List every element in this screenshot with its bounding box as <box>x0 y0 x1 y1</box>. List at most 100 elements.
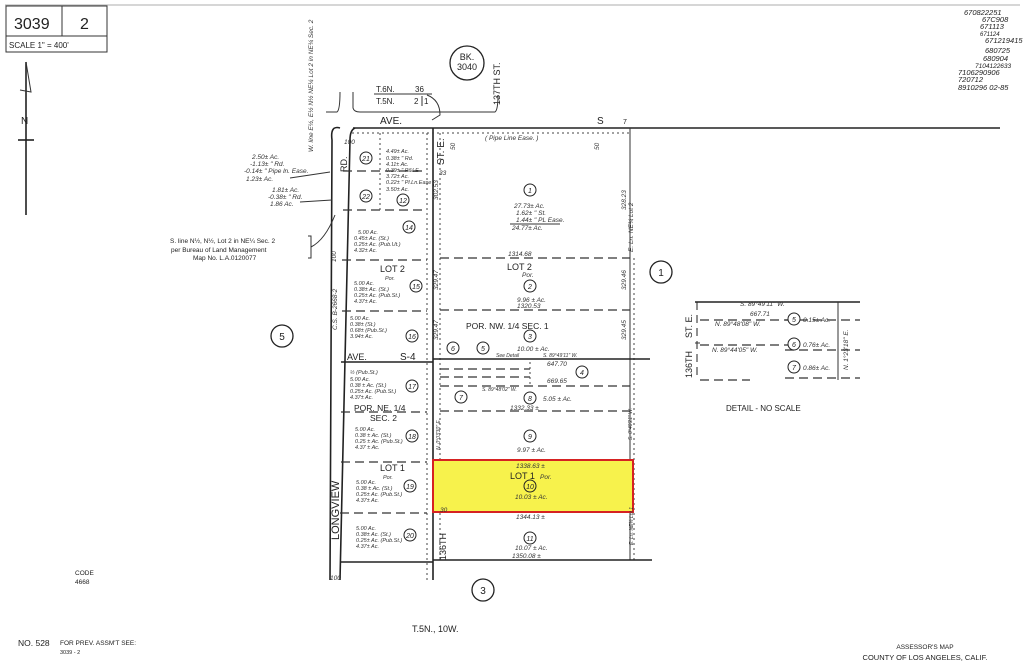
svg-text:21: 21 <box>361 156 370 163</box>
svg-text:CODE: CODE <box>75 570 94 577</box>
svg-text:T.6N.: T.6N. <box>376 85 395 94</box>
svg-text:1.44± " PL Ease.: 1.44± " PL Ease. <box>516 217 565 224</box>
svg-text:8: 8 <box>528 396 532 403</box>
svg-text:33: 33 <box>439 170 447 177</box>
lot-1-label: LOT 1 <box>510 471 535 481</box>
book-reference: BK. 3040 <box>449 45 485 81</box>
acreage-note-12: 4.49± Ac. 0.38± " Rd. 4.11± Ac. 0.39± " … <box>386 149 431 193</box>
svg-text:17: 17 <box>408 384 417 391</box>
svg-text:0.38 ± Ac. (St.): 0.38 ± Ac. (St.) <box>355 433 392 439</box>
svg-text:16: 16 <box>408 334 416 341</box>
svg-text:NO. 528: NO. 528 <box>18 638 50 648</box>
parcel-2: 2 <box>523 279 537 293</box>
svg-text:S. 89°48'02" W.: S. 89°48'02" W. <box>482 387 517 393</box>
right-parcel-numbers: 1 2 3 4 5 6 7 8 9 10 11 <box>446 183 589 545</box>
svg-text:-0.14± " Pipe ln. Ease.: -0.14± " Pipe ln. Ease. <box>244 168 309 175</box>
parcel-12: 12 <box>396 193 410 207</box>
svg-text:3: 3 <box>480 586 486 597</box>
svg-text:9.97 ± Ac.: 9.97 ± Ac. <box>517 447 546 454</box>
svg-text:SEC. 2: SEC. 2 <box>370 413 397 423</box>
svg-text:4.32± Ac.: 4.32± Ac. <box>354 248 377 254</box>
svg-text:N. 89°44'05" W.: N. 89°44'05" W. <box>712 346 758 354</box>
svg-text:11: 11 <box>526 536 533 543</box>
svg-text:14: 14 <box>405 225 413 232</box>
svg-text:1: 1 <box>658 268 664 279</box>
svg-text:667.71: 667.71 <box>750 311 770 318</box>
svg-text:670822251: 670822251 <box>964 8 1002 17</box>
svg-text:E. Ln. NE¼ Lot 1: E. Ln. NE¼ Lot 1 <box>629 507 635 545</box>
map-footer: CODE 4668 T.5N., 10W. NO. 528 FOR PREV. … <box>18 570 987 662</box>
street-137th: 137TH ST. <box>492 62 502 105</box>
svg-text:3039 - 2: 3039 - 2 <box>60 650 80 656</box>
svg-text:4.37± Ac.: 4.37± Ac. <box>356 544 379 550</box>
svg-text:0.38± Ac. (St.): 0.38± Ac. (St.) <box>356 532 391 538</box>
parcel-19: 19 <box>403 479 417 493</box>
north-label: N <box>21 116 28 127</box>
svg-text:Por.: Por. <box>540 474 552 481</box>
svg-text:ASSESSOR'S MAP: ASSESSOR'S MAP <box>896 644 953 651</box>
svg-text:per Bureau of Land Management: per Bureau of Land Management <box>171 247 267 254</box>
svg-text:5.00 Ac.: 5.00 Ac. <box>356 480 376 486</box>
svg-text:0.25± Ac. (Pub.St.): 0.25± Ac. (Pub.St.) <box>354 293 400 299</box>
parcel-18: 18 <box>405 429 419 443</box>
svg-text:COUNTY OF LOS ANGELES, CALIF.: COUNTY OF LOS ANGELES, CALIF. <box>863 653 988 662</box>
right-acreage-notes: ( Pipe Line Ease. ) 50 50 33 27.73± Ac. … <box>433 135 635 560</box>
svg-text:24.77± Ac.: 24.77± Ac. <box>511 225 543 232</box>
svg-text:0.76± Ac.: 0.76± Ac. <box>803 342 830 349</box>
svg-text:9: 9 <box>528 434 532 441</box>
svg-text:329.47: 329.47 <box>433 320 440 340</box>
svg-text:1: 1 <box>528 188 532 195</box>
svg-text:1338.63 ±: 1338.63 ± <box>516 463 545 470</box>
parcel-4: 4 <box>575 365 589 379</box>
blm-note: S. line N½, N½, Lot 2 in NE¼ Sec. 2 per … <box>170 214 336 262</box>
svg-text:0.25± Ac. (Pub.St.): 0.25± Ac. (Pub.St.) <box>350 389 396 395</box>
svg-text:669.65: 669.65 <box>547 378 567 385</box>
svg-text:0.38± Ac. (St.): 0.38± Ac. (St.) <box>354 287 389 293</box>
svg-text:0.38± " Rd.: 0.38± " Rd. <box>386 156 413 162</box>
street-136th: 136TH <box>438 533 448 560</box>
svg-text:329.45: 329.45 <box>621 320 628 340</box>
svg-text:4.37± Ac.: 4.37± Ac. <box>356 498 379 504</box>
svg-text:9.96 ± Ac.: 9.96 ± Ac. <box>517 297 546 304</box>
lot-1-left: LOT 1 <box>380 463 405 473</box>
north-arrow: N <box>18 61 34 215</box>
street-ave-s4: AVE. <box>347 352 367 362</box>
svg-text:1.62± " St.: 1.62± " St. <box>516 210 546 217</box>
svg-text:S. line N½, N½, Lot 2 in NE¼ S: S. line N½, N½, Lot 2 in NE¼ Sec. 2 <box>170 237 276 245</box>
svg-text:7: 7 <box>792 365 797 372</box>
svg-text:36: 36 <box>415 85 424 94</box>
adjacent-section-south: 3 <box>471 578 495 602</box>
highlighted-parcel-10[interactable] <box>432 459 634 513</box>
street-st-e: ST. E. <box>436 138 447 165</box>
svg-text:S. 89°49'11" W.: S. 89°49'11" W. <box>740 300 785 308</box>
svg-text:302.53: 302.53 <box>433 180 440 200</box>
book-number: 3039 <box>14 16 50 33</box>
map-header-box: 3039 2 SCALE 1" = 400' <box>5 4 1020 53</box>
svg-text:5.00 Ac.: 5.00 Ac. <box>355 427 375 433</box>
svg-text:-0.38± " Rd.: -0.38± " Rd. <box>268 194 303 201</box>
svg-text:4668: 4668 <box>75 579 90 586</box>
svg-text:136TH: 136TH <box>684 351 694 378</box>
svg-text:8910296 02-85: 8910296 02-85 <box>958 83 1009 92</box>
svg-text:0.25± Ac. (Pub.St.): 0.25± Ac. (Pub.St.) <box>356 492 402 498</box>
parcel-6: 6 <box>446 341 460 355</box>
svg-text:3.94± Ac.: 3.94± Ac. <box>350 334 373 340</box>
svg-text:30: 30 <box>440 507 448 514</box>
svg-text:1320.53: 1320.53 <box>517 303 541 310</box>
road-lines <box>326 91 1000 581</box>
svg-text:10.00 ± Ac.: 10.00 ± Ac. <box>517 346 550 353</box>
svg-text:4.37± Ac.: 4.37± Ac. <box>354 299 377 305</box>
svg-text:720712: 720712 <box>958 75 984 84</box>
adjacent-section-east: 1 <box>649 260 673 284</box>
svg-text:N. 1°23'18" E.: N. 1°23'18" E. <box>842 329 850 370</box>
street-longview: LONGVIEW <box>330 480 342 540</box>
svg-text:BK.: BK. <box>460 52 475 62</box>
left-parcel-lines <box>340 133 433 563</box>
acreage-note-22: 1.81± Ac. -0.38± " Rd. 1.86 Ac. <box>268 187 303 208</box>
svg-text:50: 50 <box>594 142 601 150</box>
svg-text:671113: 671113 <box>980 22 1005 31</box>
svg-text:3.72± Ac.: 3.72± Ac. <box>386 174 409 180</box>
left-parcel-numbers: 21 22 12 14 15 16 17 18 19 20 <box>359 151 423 542</box>
svg-text:0.86± Ac.: 0.86± Ac. <box>803 365 830 372</box>
